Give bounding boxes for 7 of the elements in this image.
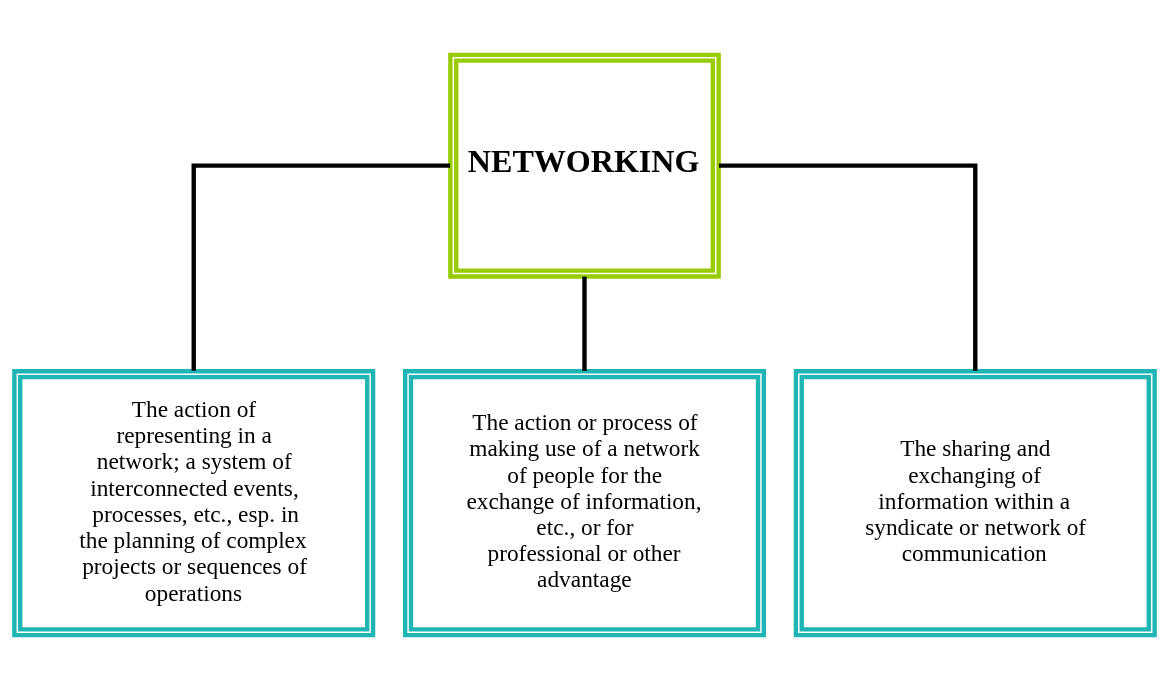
node-box: NETWORKING xyxy=(448,52,721,279)
node-box: The action of representing in a network; a system of interconnected events, processes, etc., esp. in the planning of complex projects or sequences of operations xyxy=(12,368,376,637)
node-box: The sharing and exchanging of information within a syndicate or network of communication xyxy=(793,368,1157,637)
node-box: The action or process of making use of a network of people for the exchange of information, etc., or for professional or other advantage xyxy=(402,368,767,637)
connector xyxy=(582,276,587,371)
connector xyxy=(719,162,978,371)
connector xyxy=(191,162,450,371)
